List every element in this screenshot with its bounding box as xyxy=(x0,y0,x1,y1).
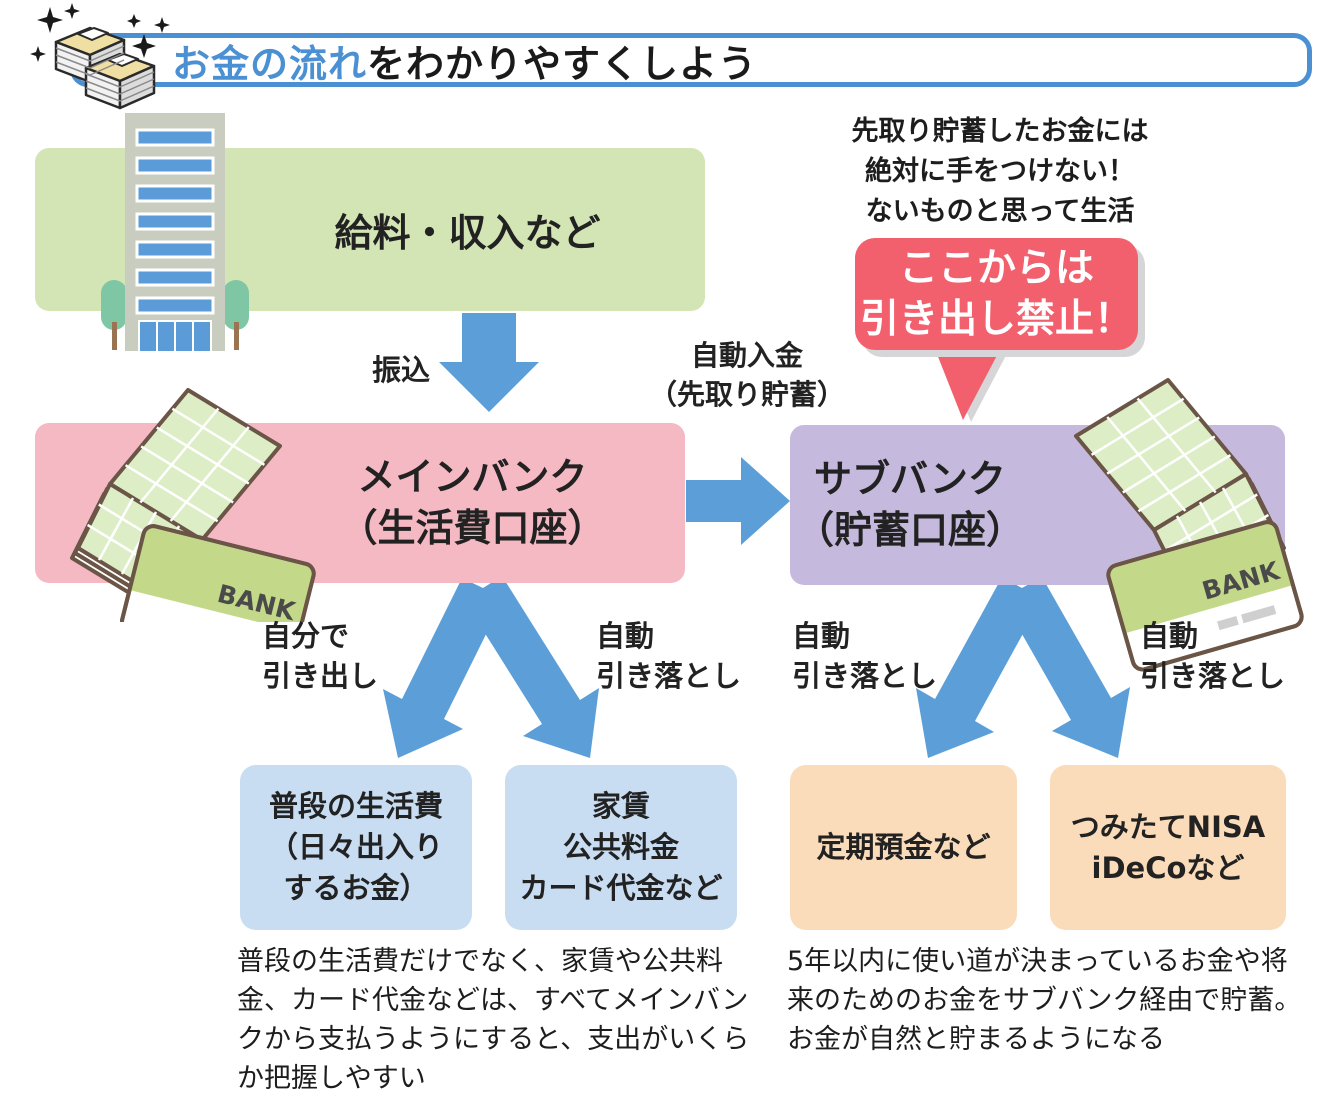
office-building-icon xyxy=(101,113,249,351)
time-deposit-line1: 定期預金など xyxy=(816,830,991,864)
income-label: 給料・収入など xyxy=(334,211,601,255)
main-bank-line1: メインバンク xyxy=(357,455,588,499)
branch-4-line1: 自動 xyxy=(1140,619,1199,653)
page-title-rest: をわかりやすくしよう xyxy=(367,41,758,86)
branch-4-line2: 引き落とし xyxy=(1140,659,1286,693)
bills-line3: カード代金など xyxy=(519,871,723,905)
main-bank-caption: 普段の生活費だけでなく、家賃や公共料金、カード代金などは、すべてメインバンクから… xyxy=(237,946,750,1094)
branch-label-auto-debit-1: 自動 引き落とし xyxy=(596,616,741,696)
auto-deposit-line1: 自動入金 xyxy=(690,339,803,372)
sub-bank-label: サブバンク （貯蓄口座） xyxy=(796,454,1024,556)
branch-label-auto-debit-3: 自動 引き落とし xyxy=(1140,616,1285,696)
arrow-mainbank-to-daily xyxy=(383,578,504,758)
arrow-down-income-to-mainbank xyxy=(439,313,539,412)
daily-expenses-line3: するお金） xyxy=(283,871,429,905)
arrow-right-mainbank-to-subbank xyxy=(686,457,790,545)
bills-box: 家賃 公共料金 カード代金など xyxy=(505,765,737,930)
daily-expenses-box: 普段の生活費 （日々出入り するお金） xyxy=(240,765,472,930)
time-deposit-box: 定期預金など xyxy=(790,765,1017,930)
auto-deposit-line2: （先取り貯蓄） xyxy=(648,378,845,411)
sub-bank-line1: サブバンク xyxy=(814,457,1006,501)
bubble-line1: ここからは xyxy=(898,246,1094,291)
nisa-ideco-line1: つみたてNISA xyxy=(1070,809,1266,844)
nisa-ideco-line2: iDeCoなど xyxy=(1091,850,1245,885)
savings-note-line2: 絶対に手をつけない！ xyxy=(865,156,1135,187)
bankbook-and-card-icon: BANK xyxy=(1074,378,1304,672)
branch-3-line1: 自動 xyxy=(792,619,851,653)
daily-expenses-line2: （日々出入り xyxy=(268,830,443,864)
main-bank-label: メインバンク （生活費口座） xyxy=(339,452,605,554)
page-title-highlight: お金の流れ xyxy=(172,41,368,86)
bills-line1: 家賃 xyxy=(591,789,650,823)
arrow-mainbank-to-bills xyxy=(464,576,599,758)
main-bank-line2: （生活費口座） xyxy=(339,506,606,550)
branch-label-auto-debit-2: 自動 引き落とし xyxy=(792,616,937,696)
speech-bubble-tail xyxy=(933,344,1011,422)
bankbook-and-card-icon: BANK xyxy=(70,388,316,622)
daily-expenses-line1: 普段の生活費 xyxy=(268,789,443,823)
sub-bank-caption: 5年以内に使い道が決まっているお金や将来のためのお金をサブバンク経由で貯蓄。お金… xyxy=(787,946,1302,1055)
sub-bank-line2: （貯蓄口座） xyxy=(795,508,1024,552)
transfer-label: 振込 xyxy=(372,353,431,387)
branch-3-line2: 引き落とし xyxy=(792,659,938,693)
bills-line2: 公共料金 xyxy=(562,830,679,864)
page-title: お金の流れをわかりやすくしよう xyxy=(172,33,757,87)
arrow-subbank-to-nisa xyxy=(1002,577,1130,758)
branch-1-line2: 引き出し xyxy=(262,659,379,693)
bubble-line2: 引き出し禁止！ xyxy=(859,297,1133,342)
branch-1-line1: 自分で xyxy=(262,619,350,653)
auto-deposit-label: 自動入金 （先取り貯蓄） xyxy=(642,336,852,414)
savings-note: 先取り貯蓄したお金には 絶対に手をつけない！ ないものと思って生活 xyxy=(828,112,1172,232)
branch-2-line1: 自動 xyxy=(596,619,655,653)
savings-note-line3: ないものと思って生活 xyxy=(865,196,1135,227)
savings-note-line1: 先取り貯蓄したお金には xyxy=(851,116,1149,147)
arrow-subbank-to-deposit xyxy=(916,577,1042,758)
banknote-stacks-icon xyxy=(30,3,170,110)
branch-label-self-withdraw: 自分で 引き出し xyxy=(262,616,378,696)
nisa-ideco-box: つみたてNISA iDeCoなど xyxy=(1050,765,1286,930)
branch-2-line2: 引き落とし xyxy=(596,659,742,693)
no-withdrawal-bubble: ここからは 引き出し禁止！ xyxy=(855,238,1138,350)
